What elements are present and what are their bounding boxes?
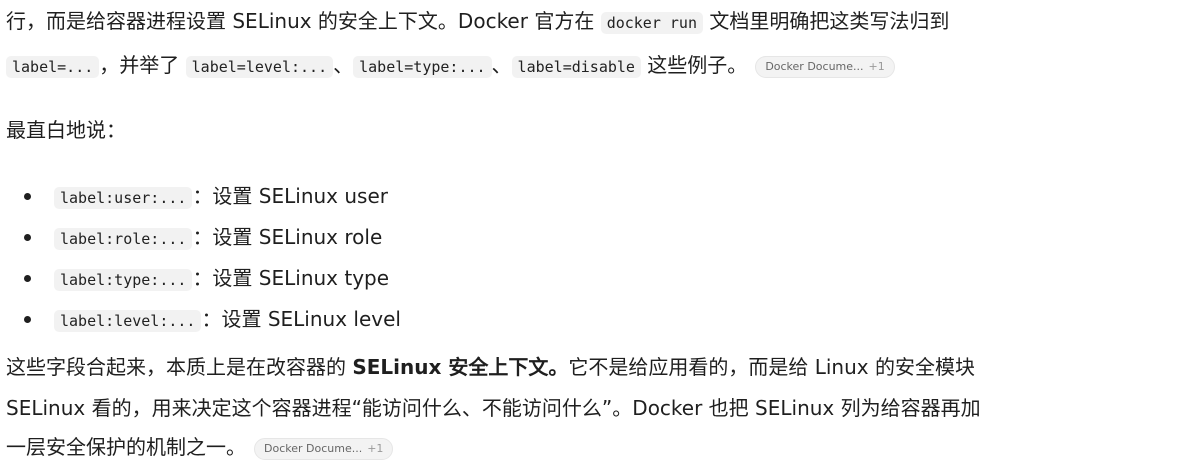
paragraph-line: 这些字段合起来，本质上是在改容器的 SELinux 安全上下文。它不是给应用看的… [6, 352, 1170, 382]
item-text: ：设置 SELinux user [192, 184, 388, 208]
text: 行，而是给容器进程设置 SELinux 的安全上下文。Docker 官方在 [6, 9, 601, 33]
bold-text: SELinux 安全上下文。 [352, 355, 569, 379]
item-text: ：设置 SELinux level [201, 307, 401, 331]
text: 一层安全保护的机制之一。 [6, 435, 246, 459]
inline-code: label=type:... [353, 56, 492, 78]
inline-code: label=level:... [185, 56, 334, 78]
citation-chip[interactable]: Docker Docume... +1 [254, 437, 394, 460]
text: 它不是给应用看的，而是给 Linux 的安全模块 [568, 355, 975, 379]
citation-label: Docker Docume... [264, 441, 363, 455]
citation-count: +1 [367, 441, 384, 455]
list-item: label:type:...：设置 SELinux type [22, 258, 401, 299]
paragraph-line: 行，而是给容器进程设置 SELinux 的安全上下文。Docker 官方在 do… [6, 6, 1170, 38]
text: 这些字段合起来，本质上是在改容器的 [6, 355, 353, 379]
text: ，并举了 [99, 53, 186, 77]
text: 、 [491, 53, 512, 77]
text: 、 [333, 53, 354, 77]
inline-code: label=disable [511, 56, 641, 78]
list-item: label:level:...：设置 SELinux level [22, 299, 401, 340]
inline-code: label:level:... [54, 310, 202, 332]
inline-code: docker run [600, 12, 703, 34]
inline-code: label:type:... [54, 269, 193, 291]
text: 这些例子。 [640, 53, 748, 77]
bullet-icon [24, 316, 31, 323]
inline-code: label=... [6, 56, 100, 78]
bullet-icon [24, 193, 31, 200]
inline-code: label:role:... [54, 228, 193, 250]
citation-chip[interactable]: Docker Docume... +1 [755, 55, 895, 78]
citation-count: +1 [868, 59, 885, 73]
intro-text: 最直白地说： [6, 118, 126, 142]
bullet-list: label:user:...：设置 SELinux user label:rol… [22, 176, 401, 340]
text: 文档里明确把这类写法归到 [703, 9, 950, 33]
paragraph-line: SELinux 看的，用来决定这个容器进程“能访问什么、不能访问什么”。Dock… [6, 396, 981, 420]
bullet-icon [24, 275, 31, 282]
paragraph-line: label=...，并举了 label=level:...、label=type… [6, 50, 1170, 82]
inline-code: label:user:... [54, 187, 193, 209]
item-text: ：设置 SELinux role [192, 225, 383, 249]
citation-label: Docker Docume... [765, 59, 864, 73]
item-text: ：设置 SELinux type [192, 266, 390, 290]
paragraph-line: 一层安全保护的机制之一。 Docker Docume... +1 [6, 432, 1170, 462]
list-item: label:role:...：设置 SELinux role [22, 217, 401, 258]
bullet-icon [24, 234, 31, 241]
list-item: label:user:...：设置 SELinux user [22, 176, 401, 217]
